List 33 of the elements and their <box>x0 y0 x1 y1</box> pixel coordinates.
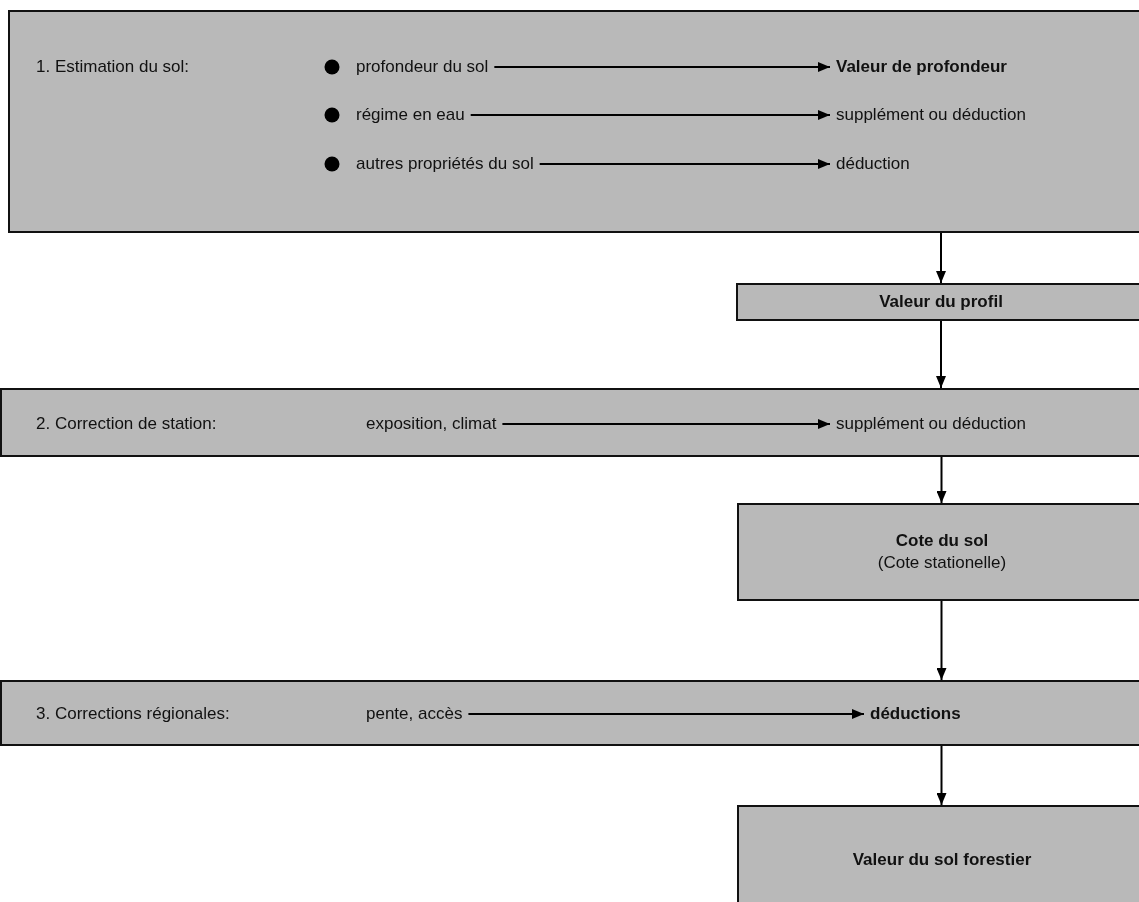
arrow <box>467 709 865 719</box>
item-label: supplément ou déduction <box>830 105 1032 125</box>
step-title: 2. Correction de station: <box>36 414 217 434</box>
result-label: Valeur du sol forestier <box>851 849 1033 871</box>
result-label: Valeur du profil <box>879 291 1003 313</box>
step-band <box>0 388 1139 457</box>
item-label: déduction <box>830 154 916 174</box>
arrow <box>936 456 947 504</box>
arrow <box>501 419 831 429</box>
result-box <box>737 805 1139 902</box>
step-band <box>8 10 1139 233</box>
step-band <box>0 680 1139 746</box>
item-label: Valeur de profondeur <box>830 57 1013 77</box>
step-title: 3. Corrections régionales: <box>36 704 230 724</box>
result-label: (Cote stationelle) <box>877 552 1007 574</box>
item-label: autres propriétés du sol <box>350 154 540 174</box>
result-box <box>736 283 1139 321</box>
item-label: pente, accès <box>360 704 469 724</box>
item-label: régime en eau <box>350 105 471 125</box>
item-label: profondeur du sol <box>350 57 495 77</box>
arrow <box>936 745 947 806</box>
item-label: exposition, climat <box>360 414 503 434</box>
result-label: Cote du sol <box>895 530 989 552</box>
step-title: 1. Estimation du sol: <box>36 57 190 77</box>
arrow <box>936 320 946 389</box>
item-label: supplément ou déduction <box>830 414 1032 434</box>
arrow <box>936 600 947 681</box>
result-box <box>737 503 1139 601</box>
arrow <box>469 110 831 120</box>
arrow <box>936 232 946 284</box>
arrow <box>538 159 831 169</box>
item-label: déductions <box>864 704 967 724</box>
arrow <box>493 62 831 72</box>
